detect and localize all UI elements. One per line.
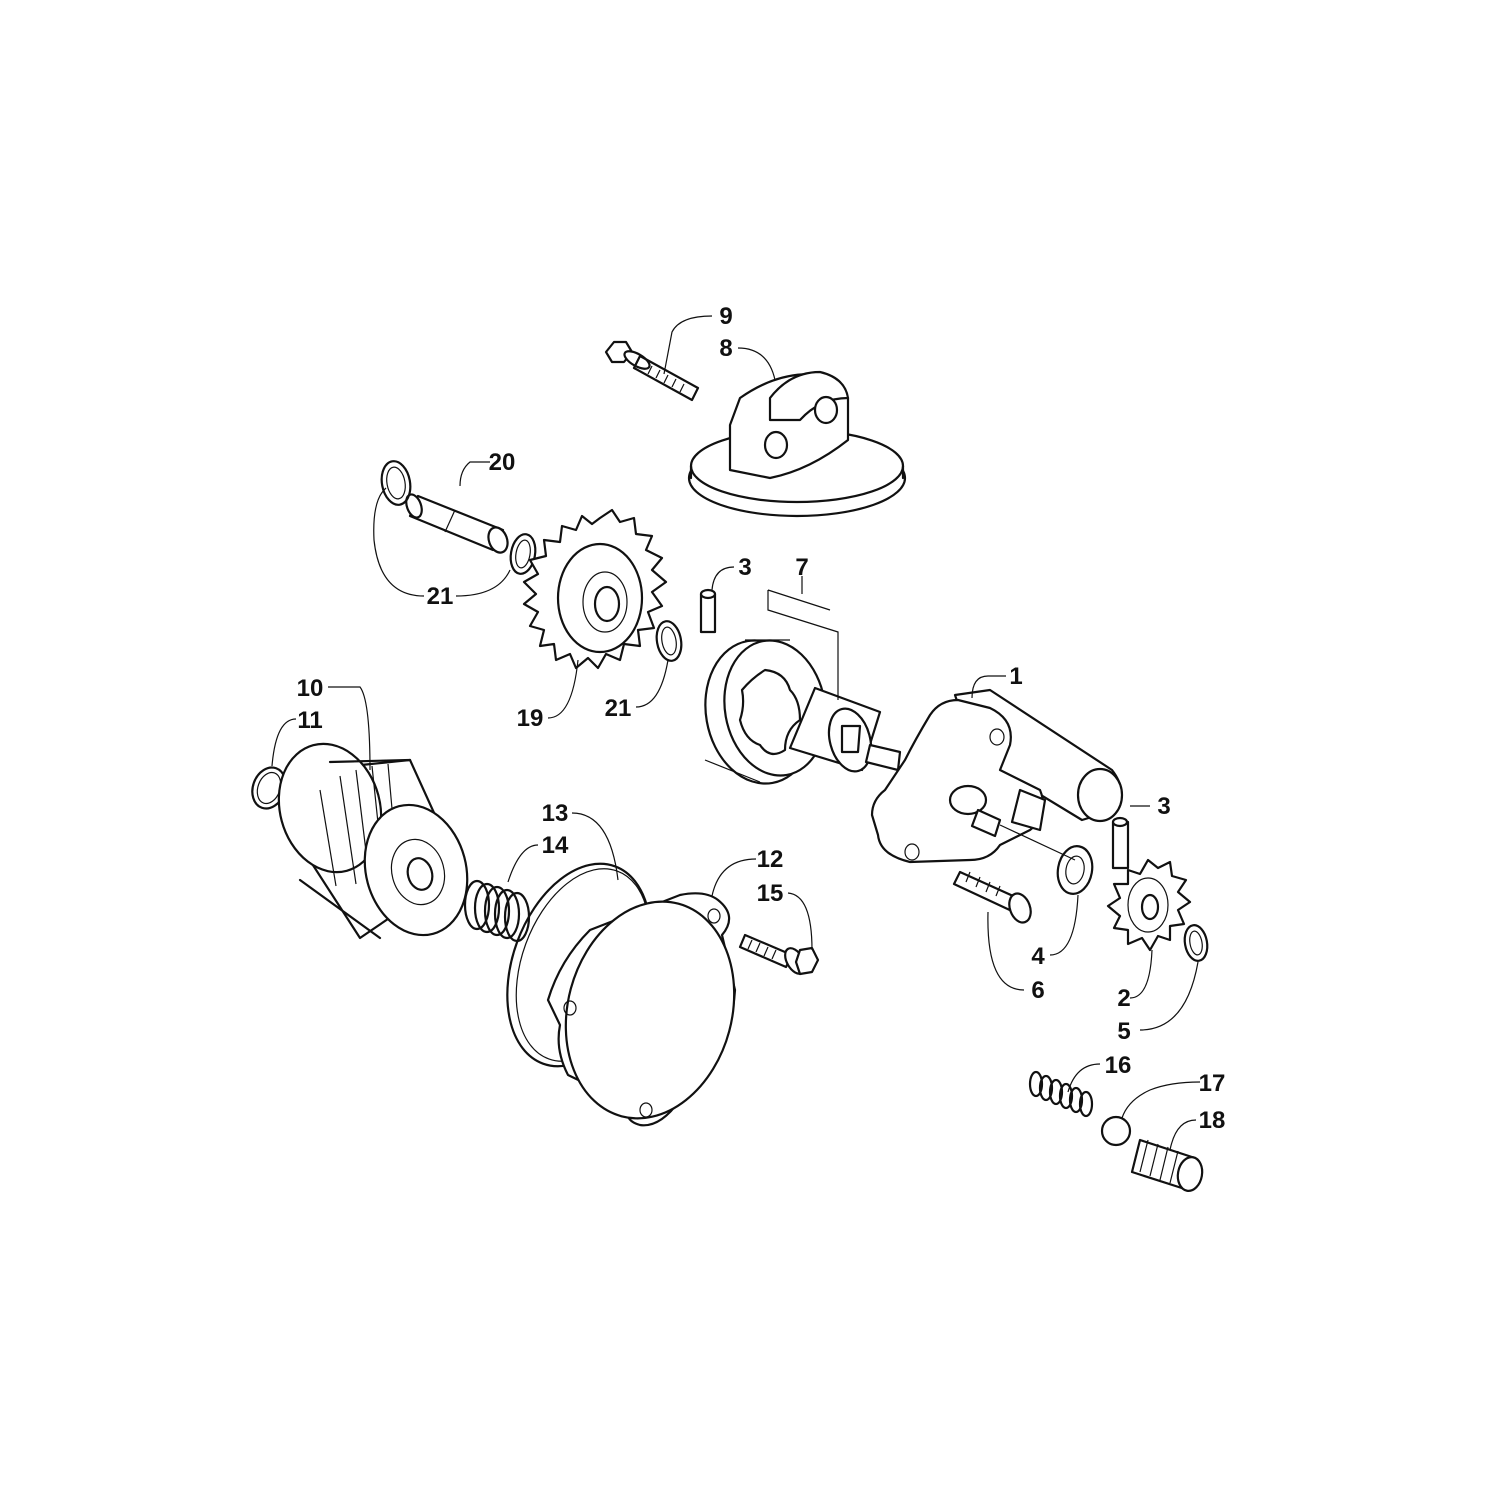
part-7-inner-rotor [788, 686, 882, 773]
callout-10: 10 [297, 675, 324, 702]
part-10-oil-filter [277, 742, 469, 940]
callout-18: 18 [1199, 1107, 1226, 1134]
part-19-gear [522, 508, 668, 670]
part-1-pump-body [864, 688, 1124, 864]
callout-17: 17 [1199, 1070, 1226, 1097]
part-12-filter-cover [546, 892, 737, 1127]
callout-15: 15 [757, 880, 784, 907]
callout-14: 14 [542, 832, 569, 859]
callout-12: 12 [757, 846, 784, 873]
callout-8: 8 [719, 335, 732, 362]
callout-4: 4 [1031, 943, 1045, 970]
callout-19: 19 [517, 705, 544, 732]
part-18-plug [1130, 1138, 1204, 1192]
part-16-relief-spring [1028, 1070, 1094, 1118]
callout-16: 16 [1105, 1052, 1132, 1079]
part-2-small-gear [1106, 858, 1192, 952]
part-4-washer [1056, 845, 1094, 895]
callout-6: 6 [1031, 977, 1044, 1004]
callout-1: 1 [1009, 663, 1022, 690]
part-15-flange-bolt [738, 933, 820, 976]
part-3-pin-upper [699, 588, 717, 634]
callout-9: 9 [719, 303, 732, 330]
callout-3-lower: 3 [1157, 793, 1170, 820]
callout-20: 20 [489, 449, 516, 476]
part-17-ball [1100, 1115, 1132, 1147]
callout-21-lower: 21 [605, 695, 632, 722]
part-14-spring [463, 879, 531, 943]
part-5-snap-ring [1183, 924, 1209, 962]
part-6-screw [952, 870, 1032, 924]
part-3-pin-lower [1111, 816, 1130, 870]
callout-11: 11 [297, 707, 322, 734]
part-20-shaft [405, 493, 509, 554]
part-21-snap-ring-right [655, 620, 683, 662]
part-21-snap-ring-left [380, 460, 412, 506]
callout-3-upper: 3 [738, 554, 751, 581]
part-8-housing-cap [687, 370, 907, 518]
callout-13: 13 [542, 800, 569, 827]
callout-labels: 9 8 20 21 3 7 1 10 11 19 21 3 13 14 12 1… [297, 303, 1226, 1134]
part-21-snap-ring-mid [509, 533, 537, 575]
part-9-flange-bolt [604, 340, 700, 402]
callout-2: 2 [1117, 985, 1130, 1012]
leader-lines [271, 315, 1201, 1151]
callout-21-upper: 21 [427, 583, 454, 610]
callout-5: 5 [1117, 1018, 1130, 1045]
callout-7: 7 [795, 554, 808, 581]
